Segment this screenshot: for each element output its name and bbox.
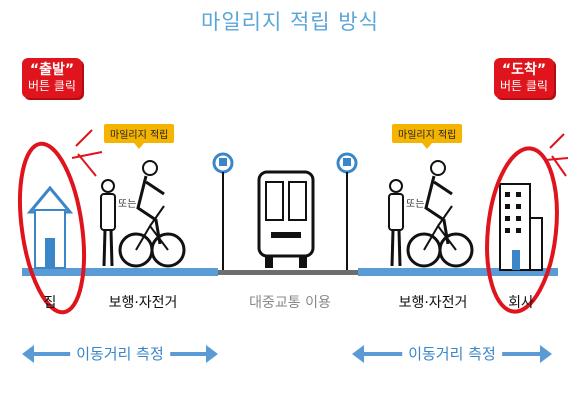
pedestrian-right-icon xyxy=(388,179,404,267)
measure-text-left: 이동거리 측정 xyxy=(70,343,170,364)
bus-stop-left-icon xyxy=(212,152,234,270)
label-home: 집 xyxy=(43,295,57,311)
house-icon xyxy=(26,185,74,269)
distance-measure-left: 이동거리 측정 xyxy=(22,343,218,365)
road-right xyxy=(358,268,558,276)
red-circle-end-icon xyxy=(485,133,569,314)
label-transit: 대중교통 이용 xyxy=(249,295,331,311)
end-button-callout: “도착” 버튼 클릭 xyxy=(494,58,554,98)
or-text-left: 또는 xyxy=(118,199,137,210)
bus-icon xyxy=(257,170,315,268)
label-walk-bike-left: 보행·자전거 xyxy=(108,295,178,311)
road-left xyxy=(22,268,218,276)
end-callout-quote: “도착” xyxy=(501,62,547,78)
arrow-right-icon xyxy=(206,345,218,363)
red-circle-start-icon xyxy=(18,129,103,315)
office-building-icon xyxy=(499,183,543,271)
start-button-callout: “출발” 버튼 클릭 xyxy=(22,58,82,98)
mileage-tag-right: 마일리지 적립 xyxy=(392,124,463,149)
road-transit xyxy=(218,270,358,275)
bicycle-left-icon xyxy=(118,160,186,268)
diagram-title: 마일리지 적립 방식 xyxy=(201,10,379,34)
start-callout-quote: “출발” xyxy=(29,62,75,78)
distance-measure-right: 이동거리 측정 xyxy=(352,343,552,365)
arrow-left-icon xyxy=(352,345,364,363)
arrow-right-icon xyxy=(540,345,552,363)
label-walk-bike-right: 보행·자전거 xyxy=(398,295,468,311)
or-text-right: 또는 xyxy=(406,199,425,210)
start-callout-action: 버튼 클릭 xyxy=(28,79,76,93)
bicycle-right-icon xyxy=(406,160,474,268)
pedestrian-left-icon xyxy=(100,179,116,267)
bus-stop-right-icon xyxy=(336,152,358,270)
mileage-tag-left: 마일리지 적립 xyxy=(104,124,175,149)
arrow-left-icon xyxy=(22,345,34,363)
measure-text-right: 이동거리 측정 xyxy=(402,343,502,364)
label-company: 회사 xyxy=(508,295,534,311)
end-callout-action: 버튼 클릭 xyxy=(500,79,548,93)
